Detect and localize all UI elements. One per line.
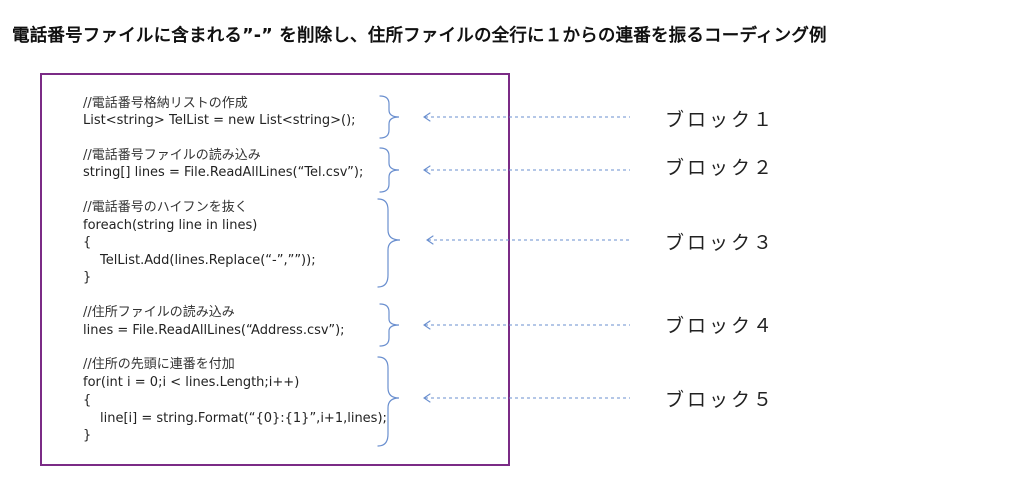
- code-line: line[i] = string.Format(“{0}:{1}”,i+1,li…: [100, 411, 387, 426]
- code-line: foreach(string line in lines): [83, 218, 258, 233]
- code-line: {: [83, 235, 92, 250]
- code-line: }: [83, 428, 92, 443]
- code-line: TelList.Add(lines.Replace(“-”,””));: [100, 253, 316, 268]
- block-label-2: ブロック２: [665, 157, 776, 179]
- code-comment: //住所の先頭に連番を付加: [83, 357, 235, 372]
- code-comment: //電話番号格納リストの作成: [83, 96, 248, 111]
- code-line: {: [83, 393, 92, 408]
- code-comment: //住所ファイルの読み込み: [83, 305, 235, 320]
- code-line: List<string> TelList = new List<string>(…: [83, 113, 356, 128]
- code-frame: [40, 73, 510, 466]
- block-label-5: ブロック５: [665, 389, 776, 411]
- block-label-3: ブロック３: [665, 232, 776, 254]
- code-line: string[] lines = File.ReadAllLines(“Tel.…: [83, 165, 364, 180]
- code-line: for(int i = 0;i < lines.Length;i++): [83, 375, 300, 390]
- code-line: lines = File.ReadAllLines(“Address.csv”)…: [83, 323, 345, 338]
- code-comment: //電話番号ファイルの読み込み: [83, 148, 261, 163]
- block-label-4: ブロック４: [665, 315, 776, 337]
- page-title: 電話番号ファイルに含まれる”-” を削除し、住所ファイルの全行に１からの連番を振…: [12, 26, 827, 46]
- block-label-1: ブロック１: [665, 109, 776, 131]
- code-line: }: [83, 270, 92, 285]
- code-comment: //電話番号のハイフンを抜く: [83, 200, 248, 215]
